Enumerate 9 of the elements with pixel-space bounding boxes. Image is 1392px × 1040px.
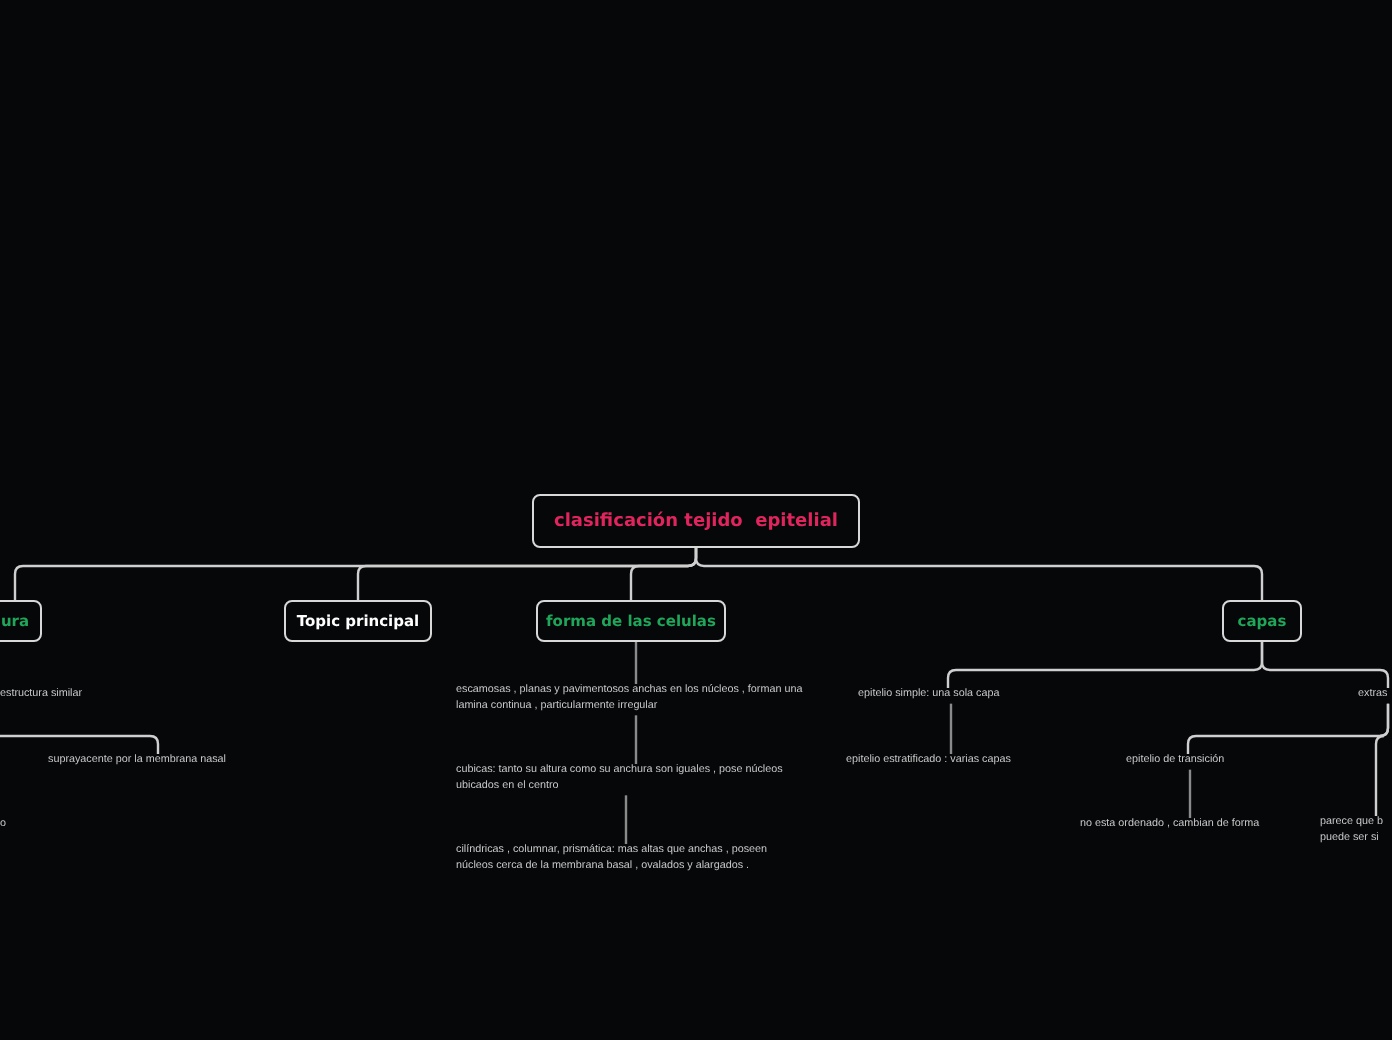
- connector-line: [1188, 769, 1192, 818]
- connector-line: [634, 715, 638, 764]
- connector-line: [694, 548, 1264, 600]
- connector-line: [949, 703, 953, 754]
- connector-line: [1374, 703, 1390, 816]
- connector-line: [1260, 642, 1390, 688]
- connector-line: [624, 795, 628, 844]
- connector-line: [634, 642, 638, 684]
- central-topic-box: clasificación tejido epitelial: [532, 494, 860, 548]
